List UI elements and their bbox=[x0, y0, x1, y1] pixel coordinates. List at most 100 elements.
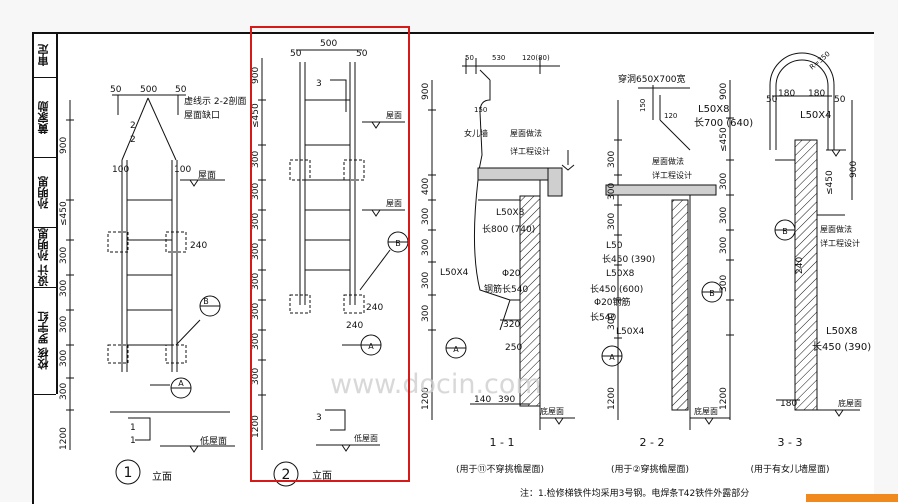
dim-left: 300 bbox=[59, 247, 69, 264]
section-title: 2 - 2 bbox=[640, 436, 665, 449]
label: 详工程设计 bbox=[652, 170, 692, 180]
section-3-geometry bbox=[726, 52, 860, 420]
callout-b-label: B bbox=[395, 239, 401, 248]
dim-left: 300 bbox=[59, 350, 69, 367]
label: 3 bbox=[316, 413, 322, 423]
dim: 240 bbox=[190, 241, 207, 251]
detail-2-geometry bbox=[258, 49, 409, 487]
dim: 240 bbox=[346, 321, 363, 331]
dim: 240 bbox=[366, 303, 383, 313]
label: 钢筋长540 bbox=[484, 283, 528, 295]
label: Φ20 bbox=[502, 269, 521, 279]
dim: 900 bbox=[849, 161, 859, 178]
dim-left: 300 bbox=[719, 237, 729, 254]
dim-top: 50 bbox=[110, 85, 122, 95]
label: 详工程设计 bbox=[510, 146, 550, 156]
label: L50X4 bbox=[440, 268, 469, 278]
label: 屋面缺口 bbox=[184, 109, 220, 121]
dim-left: 300 bbox=[421, 305, 431, 322]
dim: ≤450 bbox=[825, 170, 835, 195]
dim: 140 bbox=[474, 395, 491, 405]
dim-left: 300 bbox=[59, 383, 69, 400]
dim-left: 300 bbox=[59, 316, 69, 333]
label: 屋面做法 bbox=[820, 224, 852, 234]
dim-left: 300 bbox=[607, 213, 617, 230]
dim-left: 300 bbox=[607, 151, 617, 168]
dim-top: 50 bbox=[356, 49, 368, 59]
dim-top: 50 bbox=[465, 54, 474, 62]
dim: 320 bbox=[503, 320, 520, 330]
label: L50 bbox=[606, 241, 623, 251]
section-2-geometry bbox=[601, 85, 730, 430]
dim-top: 50 bbox=[175, 85, 187, 95]
label: 底屋面 bbox=[838, 398, 862, 408]
dim-left: 1200 bbox=[59, 427, 69, 450]
dim: 100 bbox=[112, 165, 129, 175]
label: 虚线示 2-2剖面 bbox=[184, 95, 247, 107]
detail-1-labels: 50 500 50 虚线示 2-2剖面 屋面缺口 屋面 低屋面 2 2 1 1 … bbox=[59, 85, 247, 483]
dim-left: 300 bbox=[421, 272, 431, 289]
callout-b-label: B bbox=[203, 297, 209, 306]
label: 低屋面 bbox=[354, 433, 378, 443]
dim-left: 900 bbox=[59, 137, 69, 154]
dims-left: 300 300 300 300 300 300 1200 bbox=[607, 151, 617, 410]
detail-2-labels: 50 500 50 屋面 屋面 低屋面 3 3 240 240 B A 2 立面… bbox=[251, 39, 402, 483]
dim-left: 1200 bbox=[607, 387, 617, 410]
label: 长700 (640) bbox=[694, 117, 753, 129]
label: L50X8 bbox=[826, 326, 858, 337]
label: 1 bbox=[130, 423, 136, 433]
label: 低屋面 bbox=[200, 435, 227, 447]
title-block-cell: 黄家勋 bbox=[32, 77, 56, 158]
dim: R=350 bbox=[808, 50, 832, 72]
dim-top: 120(80) bbox=[522, 54, 550, 62]
dim-top: 180 bbox=[778, 89, 795, 99]
dim-left: 300 bbox=[251, 183, 261, 200]
dim-left: 300 bbox=[719, 173, 729, 190]
title-block-cell: 孙明思 bbox=[32, 157, 56, 228]
dim-left: 300 bbox=[607, 313, 617, 330]
section-3-labels: 50 180 180 50 R=350 L50X8 长700 (640) L50… bbox=[694, 50, 871, 475]
dim-left: 300 bbox=[607, 183, 617, 200]
label: 长800 (740) bbox=[482, 223, 535, 235]
label: 屋面做法 bbox=[510, 128, 542, 138]
dim-left: 300 bbox=[251, 243, 261, 260]
dims-left: 900 400 300 300 300 300 1200 bbox=[421, 83, 431, 410]
dims-left: 900 ≤450 300 300 300 300 300 300 300 300… bbox=[251, 67, 261, 438]
orange-bar bbox=[806, 494, 898, 502]
section-caption: (用于②穿挑檐屋面) bbox=[611, 463, 689, 475]
label: L50X4 bbox=[800, 110, 832, 121]
label: 长540 bbox=[590, 311, 616, 323]
dim: 250 bbox=[505, 343, 522, 353]
label: 女儿墙 bbox=[464, 128, 488, 138]
section-title: 3 - 3 bbox=[778, 436, 803, 449]
section-1-geometry bbox=[428, 58, 575, 430]
label: 屋面做法 bbox=[652, 156, 684, 166]
label: 1 bbox=[130, 436, 136, 446]
detail-number: 2 bbox=[282, 467, 291, 483]
dim-top: 530 bbox=[492, 54, 505, 62]
section-caption: (用于有女儿墙屋面) bbox=[750, 463, 829, 475]
dim-left: 300 bbox=[59, 280, 69, 297]
dim-left: 300 bbox=[251, 213, 261, 230]
callout-a-label: A bbox=[453, 345, 459, 354]
footnote: 注：1.检修梯铁件均采用3号钢。电焊条T42铁件外露部分 bbox=[520, 487, 749, 499]
label: 2 bbox=[130, 135, 136, 145]
callout-a-label: A bbox=[178, 379, 184, 388]
dim-left: 300 bbox=[251, 303, 261, 320]
label: 屋面 bbox=[198, 170, 216, 181]
label: 长450 (600) bbox=[590, 283, 643, 295]
dim: 120 bbox=[664, 112, 677, 120]
title-block-cell: 校核 罗宇红 bbox=[32, 287, 56, 395]
dim-top: 180 bbox=[808, 89, 825, 99]
dim-left: 300 bbox=[719, 207, 729, 224]
watermark: www.docin.com bbox=[330, 369, 542, 400]
label: 详工程设计 bbox=[820, 238, 860, 248]
callout-a-label: A bbox=[368, 342, 374, 351]
red-highlight-box bbox=[250, 26, 410, 482]
dim-left: 300 bbox=[251, 151, 261, 168]
dim-left: 900 bbox=[251, 67, 261, 84]
label: 长450 (390) bbox=[812, 341, 871, 353]
dim-top: 50 bbox=[834, 95, 846, 105]
dim-left: ≤450 bbox=[59, 201, 69, 226]
